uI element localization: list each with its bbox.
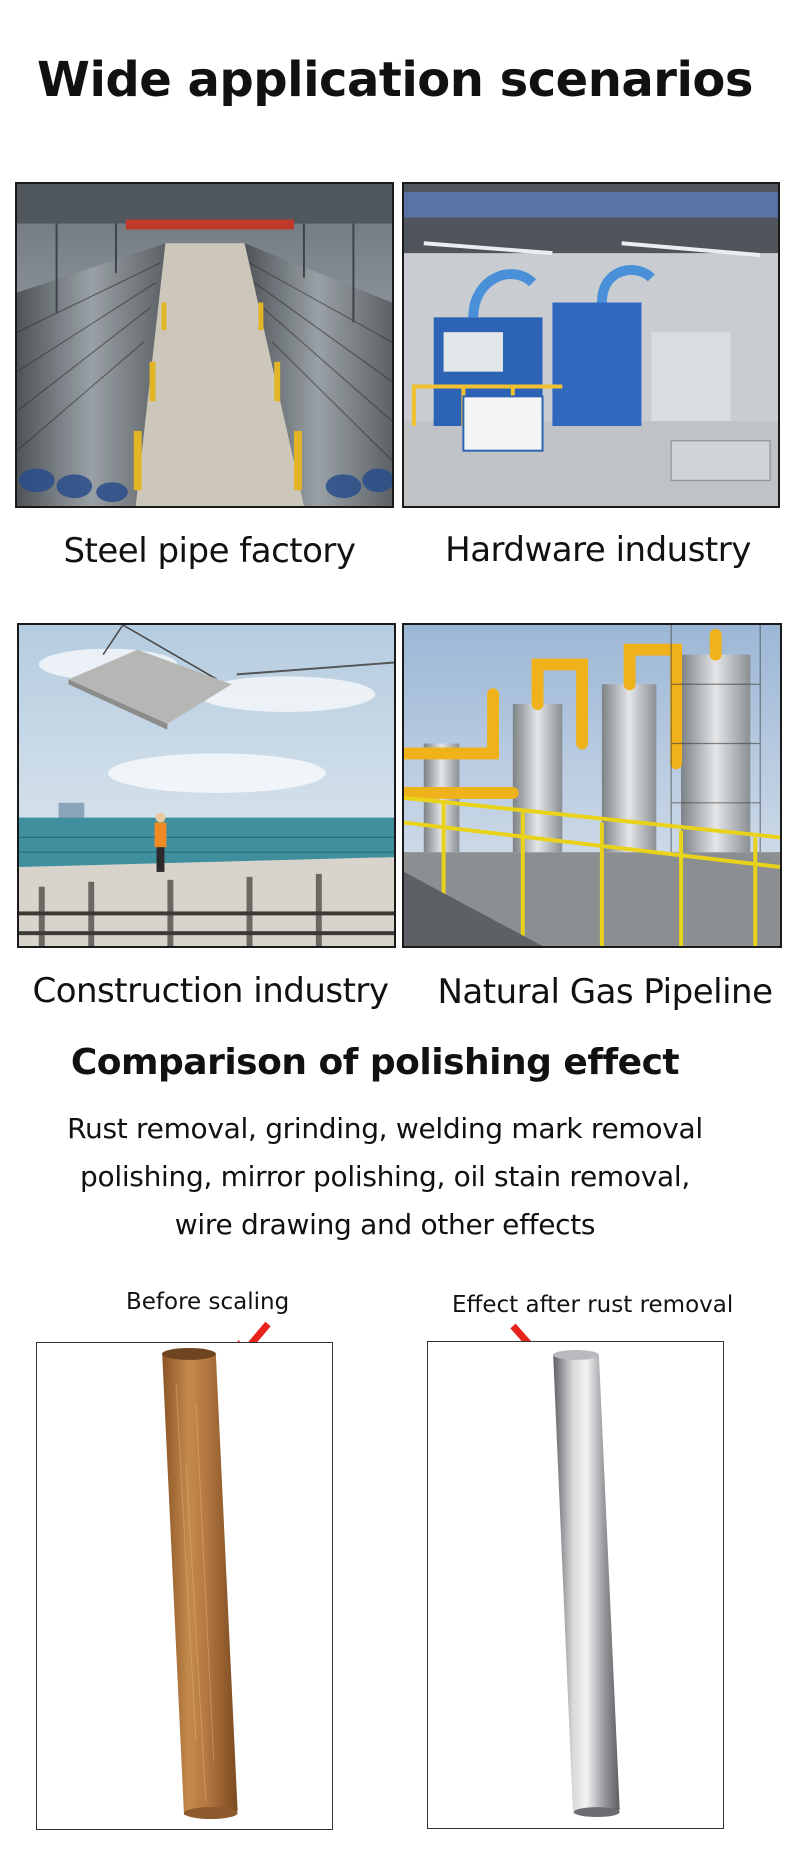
polished-steel-bar-image (553, 1349, 620, 1818)
scenario-caption-steel-pipe: Steel pipe factory (63, 531, 356, 571)
steel-pipe-factory-photo (15, 182, 394, 508)
hardware-industry-photo (402, 182, 780, 508)
construction-industry-photo (17, 623, 396, 948)
construction-site-illustration (19, 625, 394, 946)
page-title: Wide application scenarios (37, 52, 753, 108)
comparison-description-line-3: wire drawing and other effects (174, 1208, 596, 1241)
before-scaling-label: Before scaling (126, 1289, 290, 1315)
scenario-caption-construction: Construction industry (32, 971, 389, 1011)
comparison-title: Comparison of polishing effect (70, 1042, 680, 1083)
factory-machines-illustration (404, 184, 778, 506)
warehouse-illustration (17, 184, 392, 506)
comparison-description-line-2: polishing, mirror polishing, oil stain r… (80, 1160, 690, 1193)
rusty-steel-bar-image (162, 1347, 238, 1820)
gas-plant-illustration (404, 625, 780, 946)
after-rust-removal-label: Effect after rust removal (452, 1292, 734, 1318)
before-scaling-frame (36, 1342, 333, 1830)
scenario-caption-natural-gas: Natural Gas Pipeline (437, 972, 773, 1012)
after-rust-removal-frame (427, 1341, 724, 1829)
comparison-description-line-1: Rust removal, grinding, welding mark rem… (67, 1112, 703, 1145)
scenario-caption-hardware: Hardware industry (445, 530, 751, 570)
natural-gas-pipeline-photo (402, 623, 782, 948)
